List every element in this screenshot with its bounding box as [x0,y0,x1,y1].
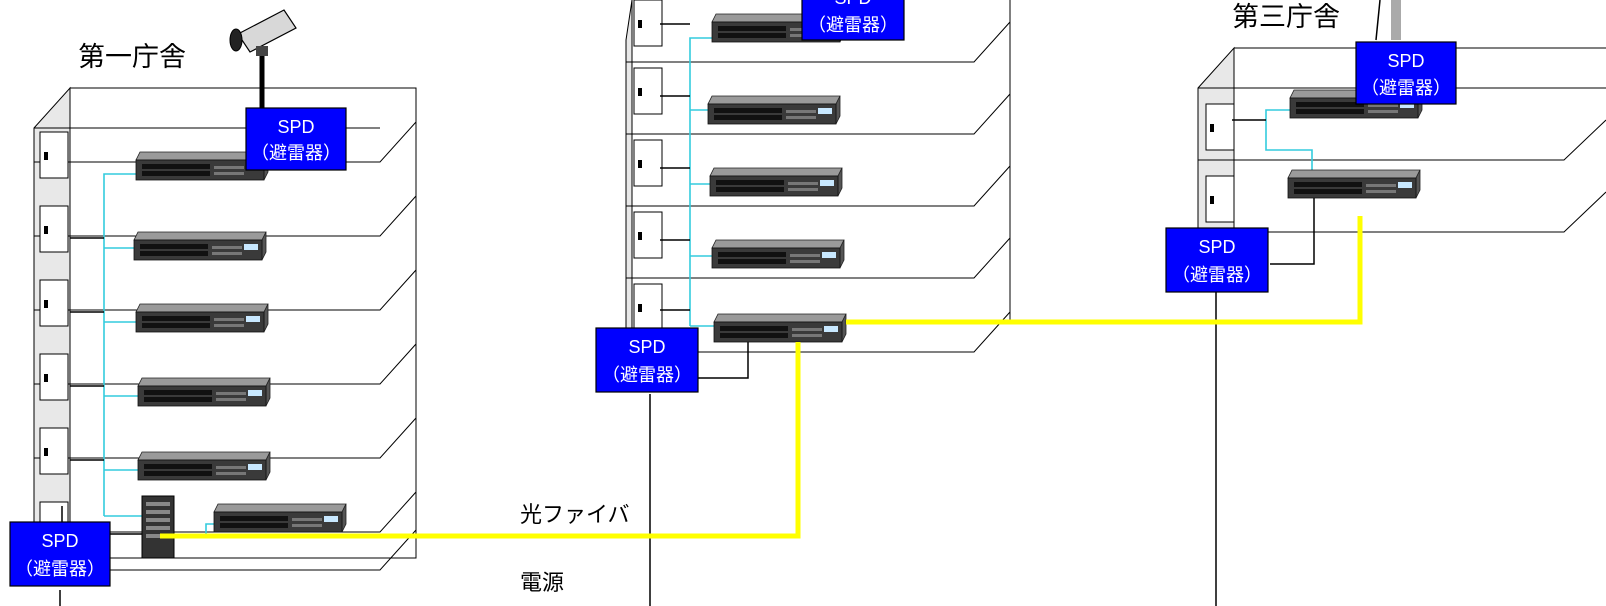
wall-cabinet-icon [39,205,69,253]
network-switch-icon [709,167,843,197]
camera-icon [229,9,297,56]
network-switch-icon [135,303,269,333]
spd-second-bottom: SPD （避雷器） [595,327,699,393]
second-floor-plates [626,21,1011,353]
second-power-lines [649,23,749,606]
svg-text:SPD: SPD [1198,237,1235,257]
network-switch-icon [713,313,847,343]
server-rack-icon [141,495,175,559]
wall-cabinet-icon [633,283,663,331]
spd-first-bottom: SPD （避雷器） [9,521,111,587]
svg-text:SPD: SPD [628,337,665,357]
building-first-label: 第一庁舎 [78,42,186,73]
svg-text:（避雷器）: （避雷器） [251,143,341,163]
second-switches [707,13,847,343]
third-switches [1287,89,1423,199]
network-switch-icon [137,377,271,407]
wall-cabinet-icon [1205,103,1235,151]
network-switch-icon [133,231,267,261]
svg-text:SPD: SPD [277,117,314,137]
first-floor-plates [34,121,417,571]
svg-text:（避雷器）: （避雷器） [1172,265,1262,285]
svg-text:SPD: SPD [834,0,871,8]
third-power-lines [1215,0,1401,606]
network-switch-icon [711,239,845,269]
first-switches [133,151,347,533]
first-power-lines [59,50,265,606]
second-wall-cabinets [633,0,663,331]
wall-cabinet-icon [633,0,663,47]
spd-first-top: SPD （避雷器） [245,107,347,171]
building-third-label: 第三庁舎 [1232,2,1340,33]
svg-text:（避雷器）: （避雷器） [1361,78,1451,98]
wall-cabinet-icon [633,139,663,187]
network-switch-icon [707,95,841,125]
wall-cabinet-icon [633,211,663,259]
spd-second-top: SPD （避雷器） [801,0,905,41]
building-second: SPD （避雷器） SPD （避雷器） [595,0,1011,606]
wall-cabinet-icon [39,279,69,327]
network-switch-icon [213,503,347,533]
wall-cabinet-icon [1205,175,1235,223]
third-lan-cabling [1265,109,1313,170]
fiber-label: 光ファイバ [520,503,630,528]
svg-text:SPD: SPD [1387,51,1424,71]
svg-text:SPD: SPD [41,531,78,551]
spd-third-top: SPD （避雷器） [1355,41,1457,105]
fiber-optic-link [160,216,1363,539]
svg-text:（避雷器）: （避雷器） [602,365,692,385]
wall-cabinet-icon [39,427,69,475]
wall-cabinet-icon [39,131,69,179]
spd-third-bottom: SPD （避雷器） [1165,227,1269,293]
building-third: 第三庁舎 SPD （避雷器） SPD （避雷器） [1165,0,1606,606]
power-label: 電源 [520,571,564,596]
svg-text:（避雷器）: （避雷器） [15,559,105,579]
building-first: 第一庁舎 SPD （避雷器） SPD （避雷器） [9,9,417,606]
svg-text:（避雷器）: （避雷器） [808,15,898,35]
wall-cabinet-icon [39,353,69,401]
network-switch-icon [1287,169,1421,199]
wall-cabinet-icon [633,67,663,115]
network-switch-icon [137,451,271,481]
first-lan-cabling [103,173,218,537]
